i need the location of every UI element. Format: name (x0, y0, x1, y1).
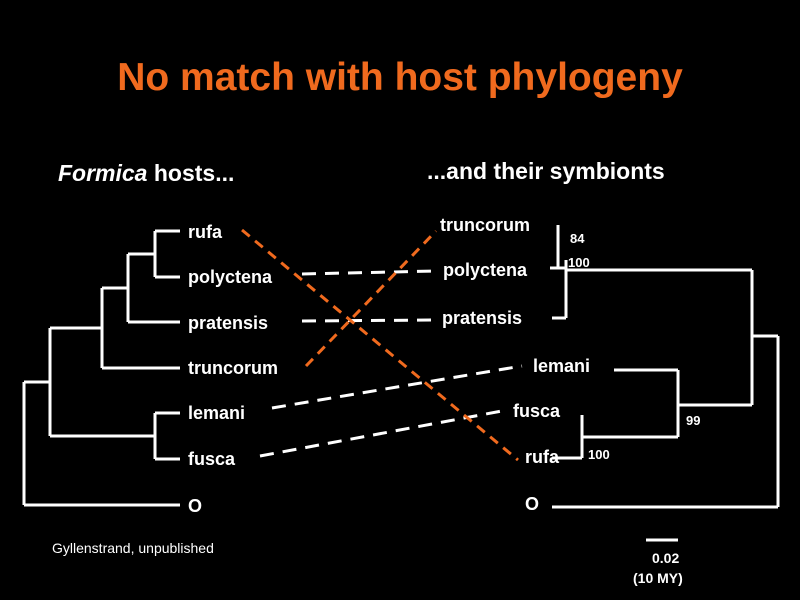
source-credit: Gyllenstrand, unpublished (52, 540, 214, 556)
support-value: 100 (588, 447, 610, 462)
link-pratensis (301, 318, 437, 323)
host-taxon-pratensis: pratensis (188, 313, 268, 333)
link-fusca (259, 409, 503, 458)
support-value: 99 (686, 413, 700, 428)
support-value: 84 (570, 231, 585, 246)
host-branch (100, 286, 180, 370)
hosts-heading: Formica hosts... (58, 160, 234, 187)
slide-title: No match with host phylogeny (117, 56, 683, 99)
link-truncorum-crossing (304, 229, 438, 368)
symbiont-outgroup: O (525, 494, 539, 514)
link-rufa-crossing (241, 228, 519, 462)
scale-bar-value: 0.02 (652, 550, 680, 566)
symbiont-taxon-pratensis: pratensis (442, 308, 522, 328)
scale-bar-unit: (10 MY) (633, 570, 683, 586)
symbiont-tree: truncorum polyctena pratensis lemani fus… (440, 215, 780, 514)
host-taxon-fusca: fusca (188, 449, 236, 469)
symbiont-branch (552, 415, 678, 460)
genus-name: Formica (58, 160, 148, 186)
host-taxon-polyctena: polyctena (188, 267, 273, 287)
symbiont-branch (750, 270, 778, 405)
association-links (241, 228, 523, 462)
host-branch (22, 380, 180, 507)
host-branch (153, 411, 180, 461)
host-branch (153, 229, 180, 279)
hosts-heading-rest: hosts... (147, 160, 235, 186)
symbiont-taxon-fusca: fusca (513, 401, 561, 421)
host-outgroup: O (188, 496, 202, 516)
symbiont-taxon-polyctena: polyctena (443, 260, 528, 280)
symbiont-taxon-rufa: rufa (525, 447, 560, 467)
link-lemani (271, 364, 523, 410)
host-taxon-rufa: rufa (188, 222, 223, 242)
host-tree: rufa polyctena pratensis truncorum leman… (22, 222, 278, 516)
symbiont-taxon-lemani: lemani (533, 356, 590, 376)
host-taxon-truncorum: truncorum (188, 358, 278, 378)
symbiont-branch (552, 336, 780, 509)
symbiont-taxon-truncorum: truncorum (440, 215, 530, 235)
link-polyctena (301, 269, 437, 276)
support-value: 100 (568, 255, 590, 270)
host-taxon-lemani: lemani (188, 403, 245, 423)
symbionts-heading: ...and their symbionts (427, 158, 665, 184)
symbiont-branch (614, 368, 752, 437)
symbiont-branch (550, 225, 568, 320)
